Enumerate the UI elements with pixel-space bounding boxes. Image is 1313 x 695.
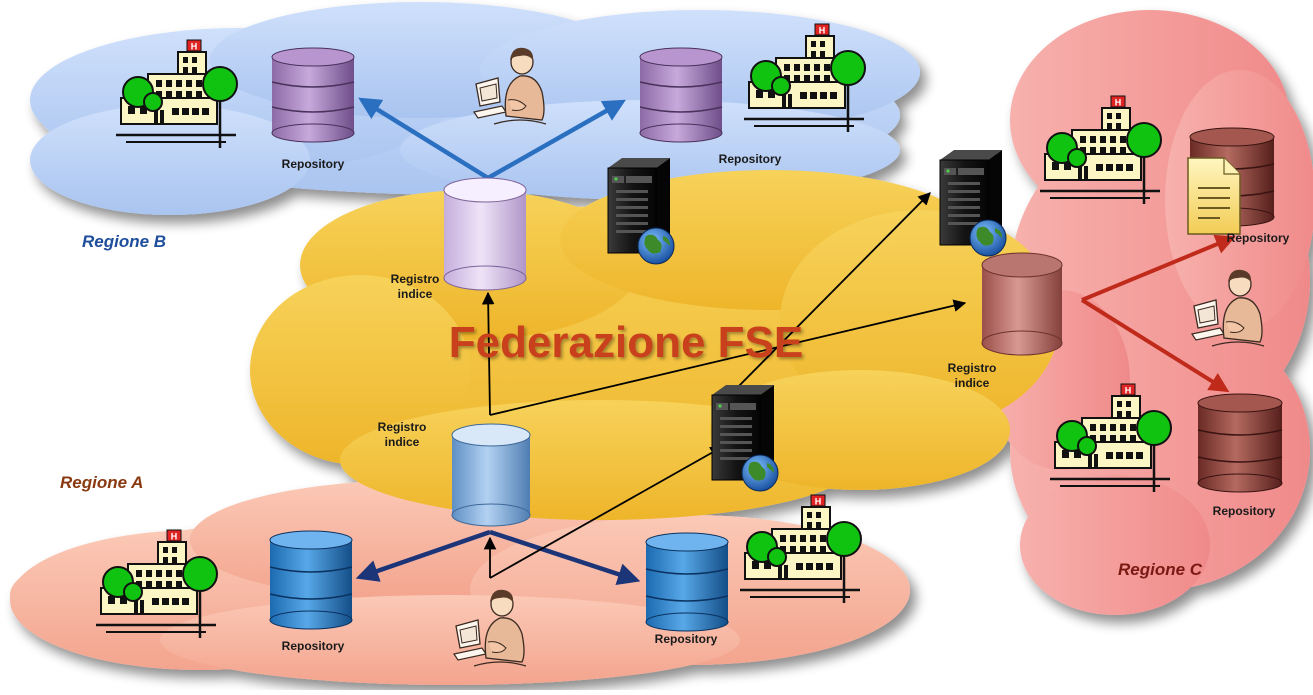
registro-indice-a-database-icon [451,423,531,527]
registro-indice-b-label-line2: indice [398,287,433,301]
region-b-arrows [358,97,626,180]
repository-c1-label: Repository [1227,231,1290,245]
repository-a1-label: Repository [282,639,345,653]
region-c-arrows [1080,234,1236,393]
region-c-cloud [990,10,1313,615]
document-icon [1187,157,1241,235]
registro-indice-c-database-icon [981,252,1063,356]
server-3-icon [711,384,779,492]
region-a-label: Regione A [60,473,143,492]
federation-arrows [481,192,967,579]
repository-b1-label: Repository [282,157,345,171]
repository-a2-label: Repository [655,632,718,646]
registro-indice-a-label-line1: Registro [378,420,427,434]
repository-c2-label: Repository [1213,504,1276,518]
region-b-label: Regione B [82,232,166,251]
registro-indice-c-label-line1: Registro [948,361,997,375]
server-2-icon [939,149,1007,257]
repository-b2-database-icon [639,47,723,143]
registro-indice-b-label-line1: Registro [391,272,440,286]
registro-indice-c-label-line2: indice [955,376,990,390]
repository-c2-database-icon [1197,393,1283,493]
region-a-arrows [355,529,641,586]
region-c-label: Regione C [1118,560,1203,579]
registro-indice-b-database-icon [443,177,527,291]
repository-b1-database-icon [271,47,355,143]
server-1-icon [607,157,675,265]
repository-b2-label: Repository [719,152,782,166]
registro-indice-a-label-line2: indice [385,435,420,449]
federation-title: Federazione FSE [449,318,804,367]
repository-a1-database-icon [269,530,353,630]
repository-a2-database-icon [645,532,729,632]
